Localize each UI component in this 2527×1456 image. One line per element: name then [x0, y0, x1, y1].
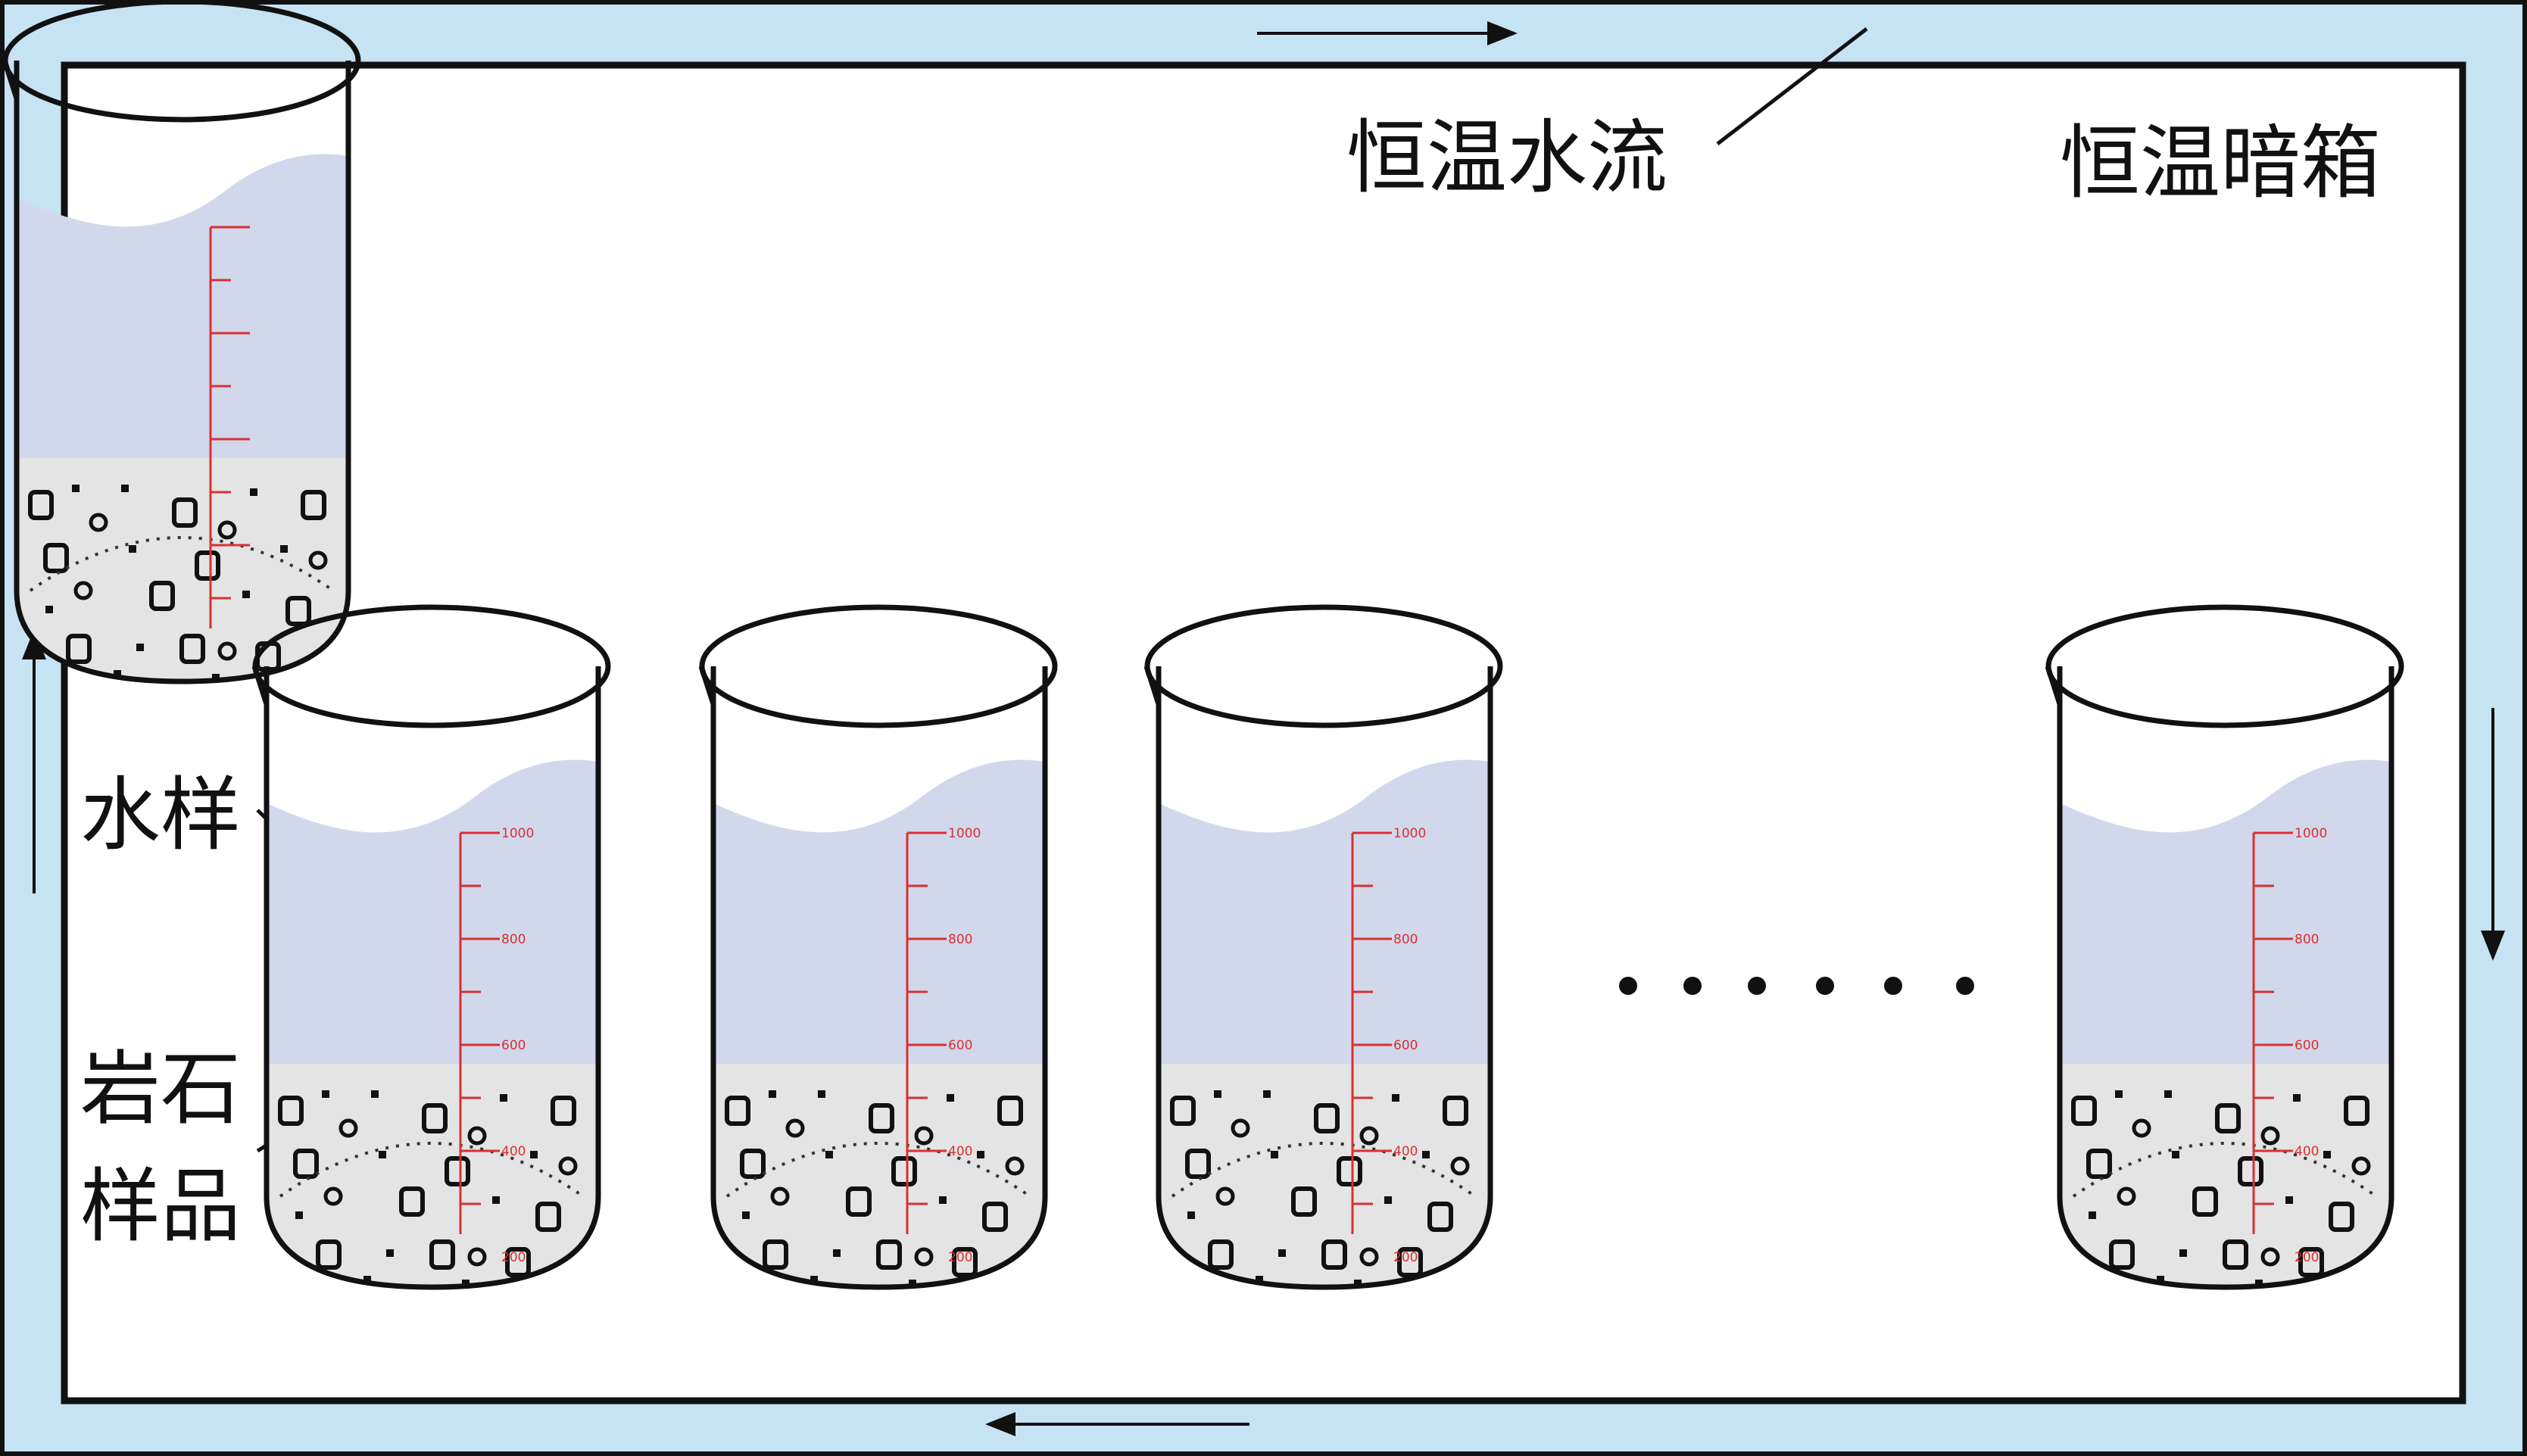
beaker-n: 1000 800 600 400 200: [2043, 607, 2407, 1299]
water-flow-leader: [1716, 27, 1868, 145]
scale-label: 600: [1393, 1038, 1418, 1053]
water-flow-label: 恒温水流: [1346, 111, 1668, 204]
scale-label: 800: [1393, 932, 1418, 947]
scale-label: 1000: [948, 826, 981, 841]
scale-label: 400: [2295, 1144, 2319, 1159]
beaker-scale: [209, 226, 250, 628]
scale-label: 400: [948, 1144, 972, 1159]
rock-sample-label-line2: 样品: [80, 1160, 241, 1253]
dark-box-label: 恒温暗箱: [2060, 117, 2381, 210]
scale-label: 200: [948, 1250, 972, 1265]
water-sample-label: 水样: [80, 769, 241, 862]
beaker-1: 1000 800 600 400 200: [250, 607, 613, 1299]
beaker-2: 1000 800 600 400 200: [697, 607, 1060, 1299]
scale-label: 200: [501, 1250, 526, 1265]
rock-sample-label-line1: 岩石: [80, 1043, 241, 1136]
scale-label: 800: [2295, 932, 2319, 947]
scale-label: 800: [501, 932, 526, 947]
scale-label: 600: [501, 1038, 526, 1053]
scale-label: 400: [501, 1144, 526, 1159]
ellipsis-dots: [1619, 977, 1974, 995]
scale-label: 600: [2295, 1038, 2319, 1053]
scale-label: 1000: [1393, 826, 1426, 841]
scale-label: 200: [2295, 1250, 2319, 1265]
scale-label: 1000: [2295, 826, 2327, 841]
scale-label: 1000: [501, 826, 534, 841]
beaker-3: 1000 800 600 400 200: [1142, 607, 1505, 1299]
scale-label: 800: [948, 932, 972, 947]
scale-label: 400: [1393, 1144, 1418, 1159]
scale-label: 200: [1393, 1250, 1418, 1265]
scale-label: 600: [948, 1038, 972, 1053]
